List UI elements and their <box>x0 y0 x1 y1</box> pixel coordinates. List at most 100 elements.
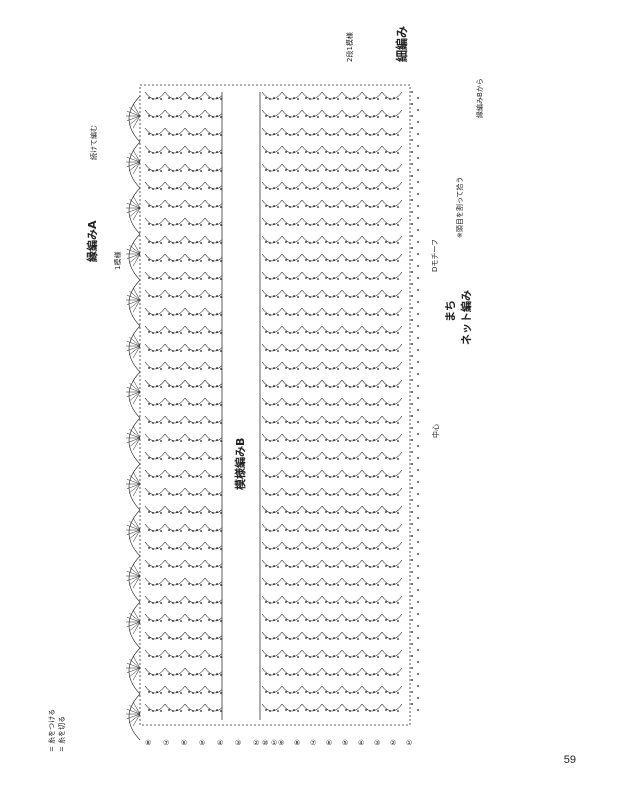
chain-dot <box>152 188 154 190</box>
chain-dot <box>353 601 355 603</box>
chain-dot <box>208 547 210 549</box>
chain-dot <box>196 637 198 639</box>
chain-dot <box>152 512 154 514</box>
chain-dot <box>393 493 395 495</box>
chain-dot <box>192 134 194 136</box>
chain-dot <box>357 242 359 244</box>
chain-dot <box>393 403 395 405</box>
chain-dot <box>273 349 275 351</box>
chain-dot <box>325 151 327 153</box>
chain-dot <box>208 295 210 297</box>
stitch-arc <box>144 469 166 478</box>
chain-dot <box>309 98 311 100</box>
chain-dot <box>397 98 399 100</box>
stitch-arc <box>381 541 403 550</box>
chain-dot <box>172 512 174 514</box>
chain-dot <box>273 565 275 567</box>
chain-dot <box>176 403 178 405</box>
row-marker: ② <box>253 739 259 747</box>
stitch-arc <box>261 613 283 622</box>
chain-dot <box>349 188 351 190</box>
chain-dot <box>417 709 419 711</box>
chain-dot <box>148 385 150 387</box>
chain-dot <box>285 349 287 351</box>
chain-dot <box>369 116 371 118</box>
chain-dot <box>269 692 271 694</box>
chain-dot <box>192 224 194 226</box>
chain-dot <box>200 440 202 442</box>
chain-dot <box>369 512 371 514</box>
chain-dot <box>208 331 210 333</box>
stitch-arc <box>341 109 363 118</box>
stitch-arc <box>281 577 303 586</box>
chain-dot <box>152 278 154 280</box>
chain-dot <box>172 206 174 208</box>
stitch-arc <box>281 667 303 676</box>
chain-dot <box>329 296 331 298</box>
chain-dot <box>220 206 222 208</box>
stitch-arc <box>126 156 141 163</box>
chain-dot <box>152 458 154 460</box>
chain-dot <box>357 368 359 370</box>
chain-dot <box>220 296 222 298</box>
stitch-arc <box>144 487 166 496</box>
chain-dot <box>269 566 271 568</box>
chain-dot <box>212 656 214 658</box>
chain-dot <box>389 422 391 424</box>
stitch-arc <box>301 595 323 604</box>
chain-dot <box>269 170 271 172</box>
chain-dot <box>289 494 291 496</box>
stitch-arc <box>341 127 363 136</box>
stitch-arc <box>301 361 323 370</box>
chain-dot <box>148 457 150 459</box>
chain-dot <box>397 566 399 568</box>
chain-dot <box>176 349 178 351</box>
stitch-arc <box>381 505 403 514</box>
chain-dot <box>293 295 295 297</box>
chain-dot <box>265 457 267 459</box>
stitch-arc <box>361 397 383 406</box>
chain-dot <box>277 116 279 118</box>
chain-dot <box>273 277 275 279</box>
chain-dot <box>200 656 202 658</box>
stitch-arc <box>261 163 283 172</box>
chain-dot <box>389 674 391 676</box>
stitch-arc <box>261 595 283 604</box>
chain-dot <box>180 260 182 262</box>
chain-dot <box>393 421 395 423</box>
chain-dot <box>172 584 174 586</box>
stitch-arc <box>164 307 186 316</box>
chain-dot <box>212 260 214 262</box>
chain-dot <box>345 313 347 315</box>
chain-dot <box>393 331 395 333</box>
row-marker: ⑤ <box>342 739 348 747</box>
chain-dot <box>285 655 287 657</box>
chain-dot <box>273 529 275 531</box>
chain-dot <box>373 349 375 351</box>
chain-dot <box>269 530 271 532</box>
chain-dot <box>325 331 327 333</box>
chain-dot <box>325 457 327 459</box>
stitch-arc <box>132 287 141 301</box>
chain-dot <box>377 692 379 694</box>
chain-dot <box>373 331 375 333</box>
chain-dot <box>220 494 222 496</box>
chain-dot <box>188 187 190 189</box>
chain-dot <box>377 674 379 676</box>
chain-dot <box>385 241 387 243</box>
stitch-arc <box>381 649 403 658</box>
chain-dot <box>385 601 387 603</box>
chain-dot <box>148 331 150 333</box>
chain-dot <box>196 673 198 675</box>
chain-dot <box>309 278 311 280</box>
chain-dot <box>309 440 311 442</box>
chain-dot <box>148 637 150 639</box>
stitch-arc <box>144 595 166 604</box>
stitch-arc <box>381 343 403 352</box>
chain-dot <box>220 278 222 280</box>
chain-dot <box>168 709 170 711</box>
stitch-arc <box>321 685 343 694</box>
stitch-arc <box>132 103 141 117</box>
stitch-arc <box>184 433 206 442</box>
chain-dot <box>152 170 154 172</box>
